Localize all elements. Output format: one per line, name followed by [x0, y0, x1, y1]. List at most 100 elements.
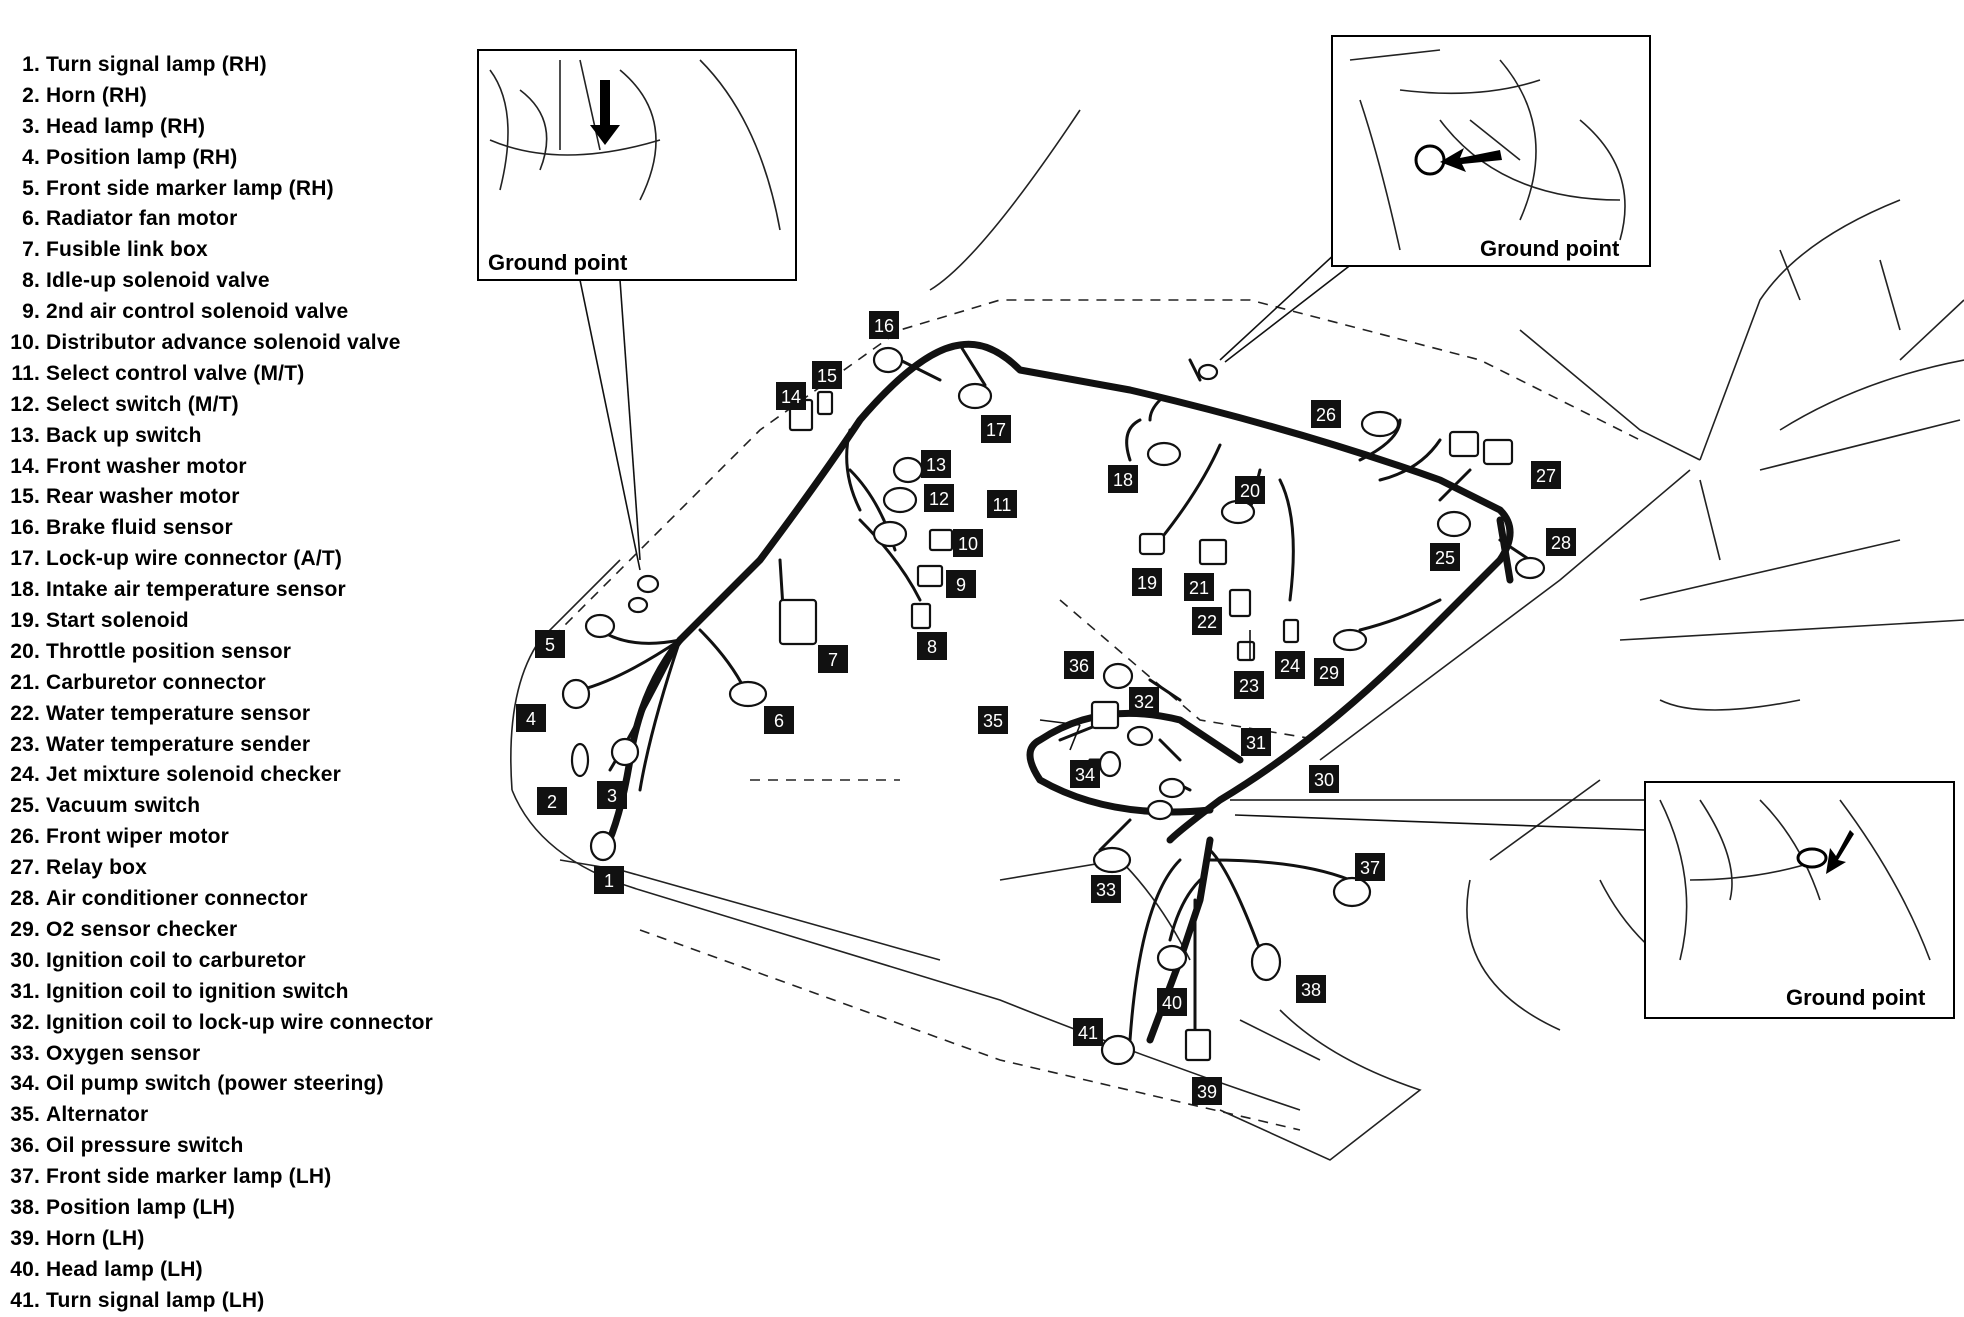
- callout-box: [953, 529, 983, 557]
- inset-ground-point-bottom-right: Ground point: [1644, 781, 1955, 1019]
- inset-ground-point-left: Ground point: [477, 49, 797, 281]
- component-legend: 1.Turn signal lamp (RH)2.Horn (RH)3.Head…: [0, 50, 470, 1317]
- callout-number: 38: [1301, 980, 1321, 1000]
- legend-text: Radiator fan motor: [46, 207, 238, 231]
- legend-text: Lock-up wire connector (A/T): [46, 547, 343, 571]
- inset-ground-point-top-right: Ground point: [1331, 35, 1651, 267]
- callout-box: [1073, 1018, 1103, 1046]
- legend-item: 25.Vacuum switch: [0, 791, 470, 822]
- legend-item: 35.Alternator: [0, 1100, 470, 1131]
- legend-text: Brake fluid sensor: [46, 516, 233, 540]
- callout-number: 26: [1316, 405, 1336, 425]
- legend-text: Horn (RH): [46, 83, 147, 107]
- legend-number: 27.: [10, 856, 40, 880]
- callout-box: [1355, 853, 1385, 881]
- legend-number: 20.: [10, 639, 40, 663]
- callout-number: 35: [983, 711, 1003, 731]
- callout-box: [1531, 461, 1561, 489]
- legend-text: Turn signal lamp (RH): [46, 53, 267, 76]
- legend-text: Select control valve (M/T): [46, 361, 305, 385]
- legend-text: Head lamp (LH): [46, 1257, 203, 1281]
- legend-text: Air conditioner connector: [46, 887, 308, 911]
- legend-item: 32.Ignition coil to lock-up wire connect…: [0, 1008, 470, 1039]
- callout-number: 24: [1280, 656, 1300, 676]
- connectors: [561, 346, 1546, 1066]
- legend-text: Intake air temperature sensor: [46, 578, 346, 602]
- callout-number: 3: [607, 786, 617, 806]
- callout-box: [597, 781, 627, 809]
- legend-item: 34.Oil pump switch (power steering): [0, 1069, 470, 1100]
- inset-top-right-label: Ground point: [1480, 236, 1620, 261]
- legend-item: 23.Water temperature sender: [0, 730, 470, 761]
- callout-number: 21: [1189, 578, 1209, 598]
- callout-number: 2: [547, 792, 557, 812]
- legend-number: 39.: [10, 1226, 40, 1250]
- callout-number: 4: [526, 709, 536, 729]
- legend-item: 4.Position lamp (RH): [0, 143, 470, 174]
- callout-number: 41: [1078, 1023, 1098, 1043]
- callout-number: 34: [1075, 765, 1095, 785]
- legend-text: O2 sensor checker: [46, 917, 238, 941]
- inset-bottom-right-label: Ground point: [1786, 985, 1926, 1010]
- inset-left-label: Ground point: [488, 250, 628, 275]
- legend-item: 36.Oil pressure switch: [0, 1131, 470, 1162]
- callout-box: [516, 704, 546, 732]
- legend-item: 21.Carburetor connector: [0, 668, 470, 699]
- callout-number: 33: [1096, 880, 1116, 900]
- legend-text: Front washer motor: [46, 454, 247, 478]
- legend-text: Front side marker lamp (LH): [46, 1165, 332, 1189]
- callout-number: 30: [1314, 770, 1334, 790]
- callout-number: 32: [1134, 692, 1154, 712]
- legend-text: Start solenoid: [46, 609, 189, 633]
- legend-item: 29.O2 sensor checker: [0, 915, 470, 946]
- legend-number: 36.: [10, 1134, 40, 1158]
- legend-item: 10.Distributor advance solenoid valve: [0, 328, 470, 359]
- legend-number: 25.: [10, 794, 40, 818]
- legend-text: Oil pump switch (power steering): [46, 1072, 384, 1096]
- callout-box: [594, 866, 624, 894]
- callout-box: [1296, 975, 1326, 1003]
- legend-text: Oil pressure switch: [46, 1134, 244, 1158]
- legend-text: Water temperature sensor: [46, 701, 311, 725]
- callout-box: [1275, 651, 1305, 679]
- legend-text: Fusible link box: [46, 238, 208, 262]
- legend-number: 34.: [10, 1072, 40, 1096]
- legend-number: 10.: [10, 331, 40, 355]
- legend-text: Distributor advance solenoid valve: [46, 331, 401, 355]
- legend-text: Jet mixture solenoid checker: [46, 763, 342, 787]
- callout-box: [1192, 607, 1222, 635]
- callout-box: [1234, 671, 1264, 699]
- legend-text: Horn (LH): [46, 1226, 145, 1250]
- callout-number: 22: [1197, 612, 1217, 632]
- callout-box: [764, 706, 794, 734]
- legend-text: Back up switch: [46, 423, 202, 447]
- legend-item: 19.Start solenoid: [0, 606, 470, 637]
- legend-item: 38.Position lamp (LH): [0, 1193, 470, 1224]
- callout-box: [1064, 651, 1094, 679]
- legend-item: 24.Jet mixture solenoid checker: [0, 760, 470, 791]
- legend-item: 11.Select control valve (M/T): [0, 359, 470, 390]
- callout-box: [921, 450, 951, 478]
- legend-number: 40.: [10, 1257, 40, 1281]
- callout-box: [946, 570, 976, 598]
- legend-text: Select switch (M/T): [46, 392, 239, 416]
- callout-box: [978, 706, 1008, 734]
- legend-item: 33.Oxygen sensor: [0, 1039, 470, 1070]
- legend-item: 14.Front washer motor: [0, 452, 470, 483]
- callout-box: [812, 361, 842, 389]
- callout-number: 27: [1536, 466, 1556, 486]
- legend-text: Alternator: [46, 1103, 149, 1127]
- callout-box: [1235, 476, 1265, 504]
- callout-number: 7: [828, 650, 838, 670]
- callout-box: [924, 484, 954, 512]
- legend-number: 22.: [10, 701, 40, 725]
- callout-box: [917, 632, 947, 660]
- legend-number: 1.: [22, 53, 40, 76]
- callout-box: [1108, 465, 1138, 493]
- callout-number: 37: [1360, 858, 1380, 878]
- legend-item: 9.2nd air control solenoid valve: [0, 297, 470, 328]
- callout-number: 6: [774, 711, 784, 731]
- legend-text: Oxygen sensor: [46, 1041, 201, 1065]
- legend-text: Position lamp (LH): [46, 1195, 236, 1219]
- callout-number: 17: [986, 420, 1006, 440]
